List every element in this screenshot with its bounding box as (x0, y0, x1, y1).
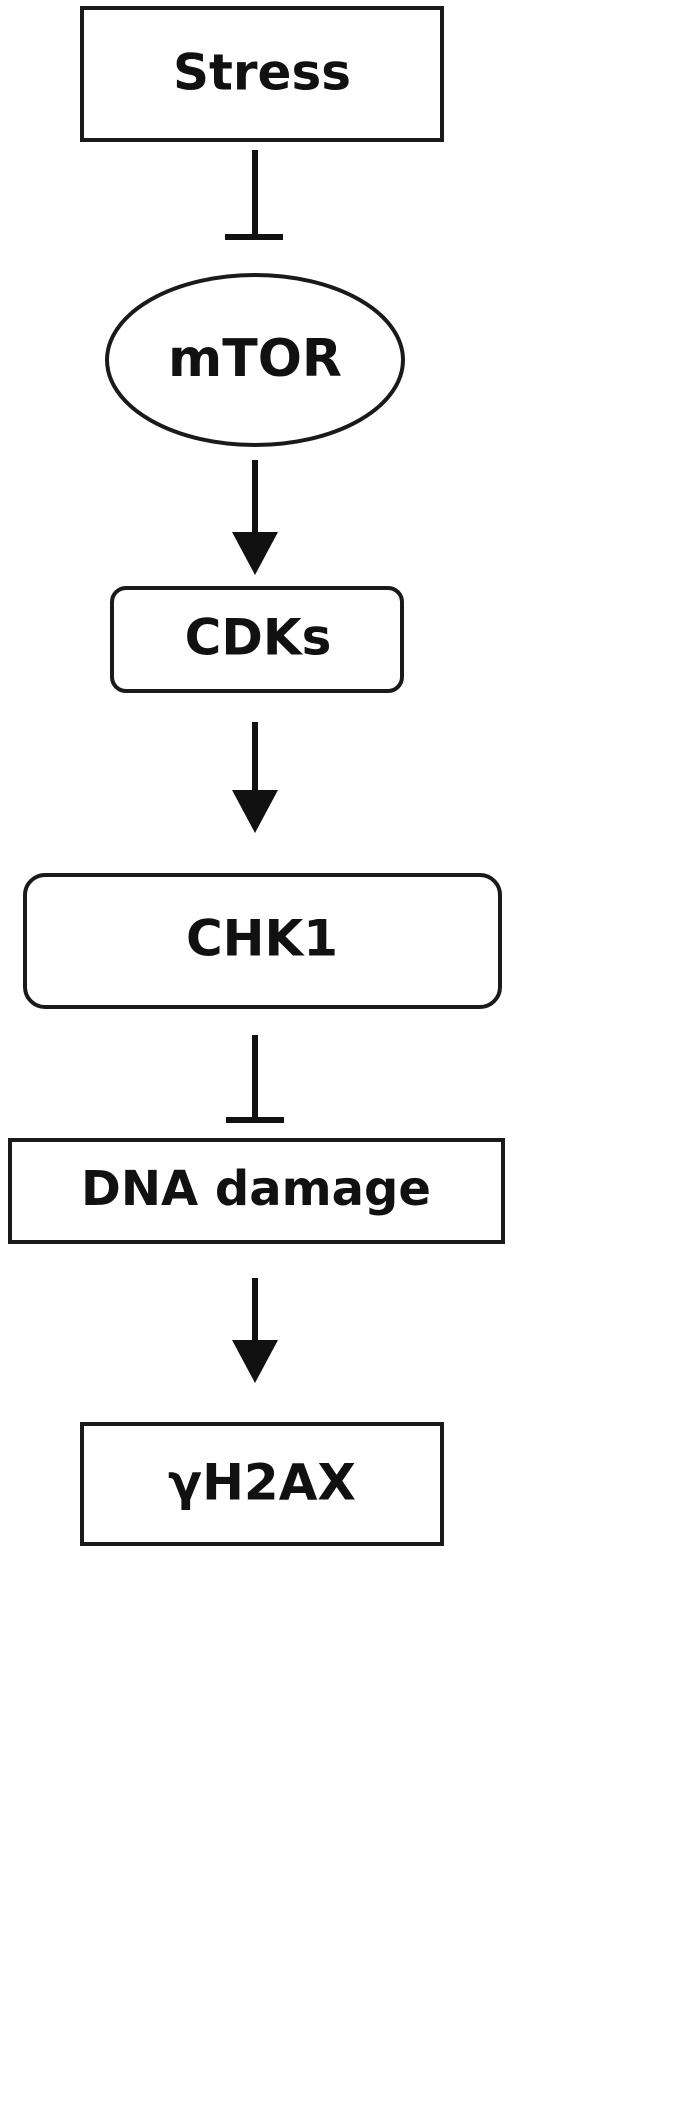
node-chk1-box (23, 873, 502, 1009)
node-dna-damage-box (8, 1138, 505, 1244)
node-dna-damage-label: DNA damage (81, 1161, 431, 1217)
node-h2ax: γH2AX (80, 1422, 444, 1546)
node-cdks-box (110, 586, 404, 693)
node-h2ax-box (80, 1422, 444, 1546)
node-h2ax-label: γH2AX (168, 1454, 356, 1512)
node-mtor-ellipse (105, 273, 405, 447)
edge-chk1-to-dna-damage (226, 1035, 284, 1123)
node-mtor-label: mTOR (168, 329, 342, 389)
edge-mtor-to-cdks (232, 460, 278, 575)
node-stress-label: Stress (173, 44, 351, 102)
node-mtor: mTOR (105, 273, 405, 447)
arrow-head-icon (232, 1340, 278, 1383)
node-chk1-label: CHK1 (186, 910, 338, 968)
node-chk1: CHK1 (23, 873, 502, 1009)
edge-cdks-to-chk1 (232, 722, 278, 833)
node-cdks: CDKs (110, 586, 404, 693)
node-stress: Stress (80, 6, 444, 142)
node-cdks-label: CDKs (185, 609, 332, 667)
arrow-head-icon (232, 790, 278, 833)
arrow-head-icon (232, 532, 278, 575)
node-dna-damage: DNA damage (8, 1138, 505, 1244)
edge-dna-damage-to-h2ax (232, 1278, 278, 1383)
node-stress-box (80, 6, 444, 142)
edge-stress-to-mtor (225, 150, 283, 240)
